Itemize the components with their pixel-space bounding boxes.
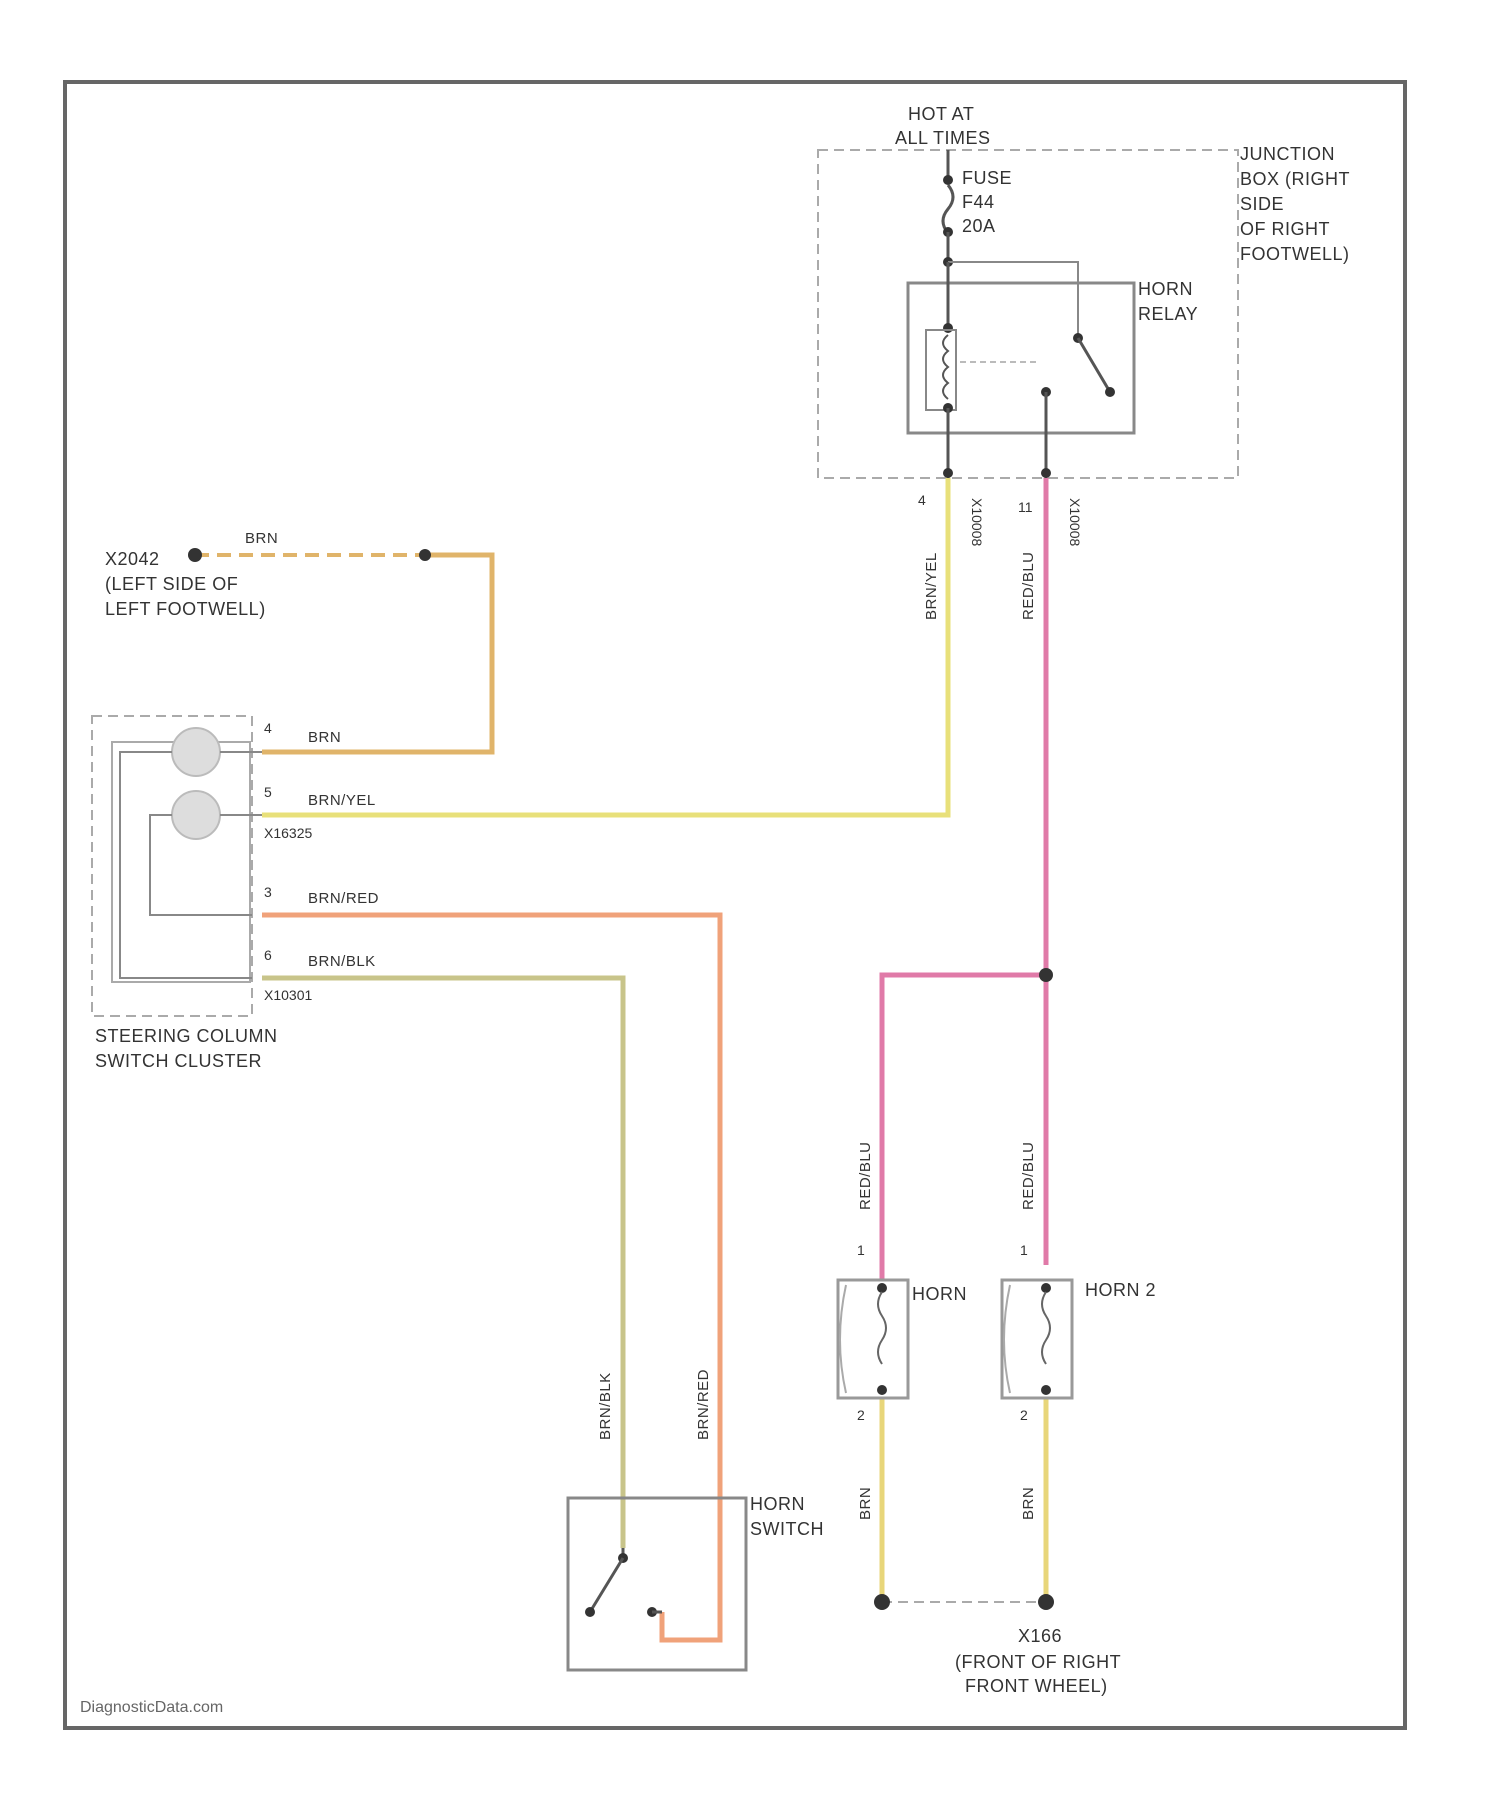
wire-label-brn-yel-vertical: BRN/YEL <box>923 552 940 620</box>
wire-label-brn-blk-horizontal: BRN/BLK <box>308 953 376 970</box>
wire-label-red-blu-horn2: RED/BLU <box>1020 1141 1037 1210</box>
horn1-label: HORN <box>912 1284 967 1304</box>
junction-box-label-line2: BOX (RIGHT <box>1240 169 1350 189</box>
all-times-label: ALL TIMES <box>895 128 991 148</box>
wire-label-red-blu-horn1: RED/BLU <box>857 1141 874 1210</box>
ground-x166-line2: (FRONT OF RIGHT <box>955 1652 1121 1672</box>
wire-label-brn-red-horizontal: BRN/RED <box>308 890 379 907</box>
wire-label-brn-horn1: BRN <box>857 1487 874 1520</box>
junction-box-label-line3: SIDE <box>1240 194 1284 214</box>
ground-x166-id: X166 <box>1018 1626 1062 1646</box>
hot-at-label: HOT AT <box>908 104 974 124</box>
junction-box: JUNCTION BOX (RIGHT SIDE OF RIGHT FOOTWE… <box>818 144 1350 478</box>
wire-label-brn-blk-vertical: BRN/BLK <box>597 1372 614 1440</box>
wire-label-red-blu-top: RED/BLU <box>1020 551 1037 620</box>
fuse-label: FUSE <box>962 168 1012 188</box>
ground-x2042: X2042 (LEFT SIDE OF LEFT FOOTWELL) <box>105 549 266 619</box>
relay-pin-left: 4 <box>918 492 926 508</box>
cluster-conn-bottom: X10301 <box>264 987 312 1003</box>
horn-2: 1 2 HORN 2 <box>1002 1242 1156 1423</box>
diagram-frame <box>65 82 1405 1728</box>
horn2-pin-top: 1 <box>1020 1242 1028 1258</box>
horn-switch: HORN SWITCH <box>568 1494 824 1670</box>
cluster-label-line1: STEERING COLUMN <box>95 1026 278 1046</box>
wire-label-brn-cluster: BRN <box>308 729 341 746</box>
horn1-pin-top: 1 <box>857 1242 865 1258</box>
wire-red-blu-branch <box>882 975 1046 1280</box>
wire-label-brn-top: BRN <box>245 530 278 547</box>
fuse-id: F44 <box>962 192 995 212</box>
cluster-pin-3: 3 <box>264 884 272 900</box>
ground-x2042-id: X2042 <box>105 549 160 569</box>
horn-switch-label-line2: SWITCH <box>750 1519 824 1539</box>
ground-x166-line3: FRONT WHEEL) <box>965 1676 1108 1696</box>
junction-box-label-line5: FOOTWELL) <box>1240 244 1350 264</box>
cluster-conn-top: X16325 <box>264 825 312 841</box>
relay-conn-right: X10008 <box>1067 498 1083 546</box>
wire-brn <box>262 555 492 752</box>
wire-brn-red <box>262 915 720 1640</box>
horn-relay-label-line1: HORN <box>1138 279 1193 299</box>
wire-brn-yel <box>262 478 948 815</box>
ground-x2042-line2: (LEFT SIDE OF <box>105 574 238 594</box>
cluster-pin-6: 6 <box>264 947 272 963</box>
ground-x2042-line3: LEFT FOOTWELL) <box>105 599 266 619</box>
ground-x166: X166 (FRONT OF RIGHT FRONT WHEEL) <box>874 1594 1121 1696</box>
horn-relay-label-line2: RELAY <box>1138 304 1198 324</box>
horn2-label: HORN 2 <box>1085 1280 1156 1300</box>
cluster-label-line2: SWITCH CLUSTER <box>95 1051 262 1071</box>
wire-label-brn-horn2: BRN <box>1020 1487 1037 1520</box>
horn-relay: HORN RELAY 4 11 X10008 X10008 <box>908 232 1198 546</box>
steering-column-switch-cluster: 4 5 3 6 X16325 X10301 STEERING COLUMN SW… <box>92 716 312 1071</box>
wire-label-brn-yel-horizontal: BRN/YEL <box>308 792 376 809</box>
horn2-pin-bottom: 2 <box>1020 1407 1028 1423</box>
wire-label-brn-red-vertical: BRN/RED <box>695 1369 712 1440</box>
relay-pin-right: 11 <box>1018 499 1033 515</box>
horn-switch-label-line1: HORN <box>750 1494 805 1514</box>
junction-box-label-line4: OF RIGHT <box>1240 219 1330 239</box>
relay-conn-left: X10008 <box>969 498 985 546</box>
fuse-rating: 20A <box>962 216 996 236</box>
horn-1: 1 2 HORN <box>838 1242 967 1423</box>
wire-brn-blk <box>262 978 623 1548</box>
cluster-pin-4: 4 <box>264 720 272 736</box>
horn1-pin-bottom: 2 <box>857 1407 865 1423</box>
fuse-f44: FUSE F44 20A <box>943 150 1012 237</box>
junction-box-label-line1: JUNCTION <box>1240 144 1335 164</box>
cluster-pin-5: 5 <box>264 784 272 800</box>
watermark: DiagnosticData.com <box>80 1699 223 1716</box>
